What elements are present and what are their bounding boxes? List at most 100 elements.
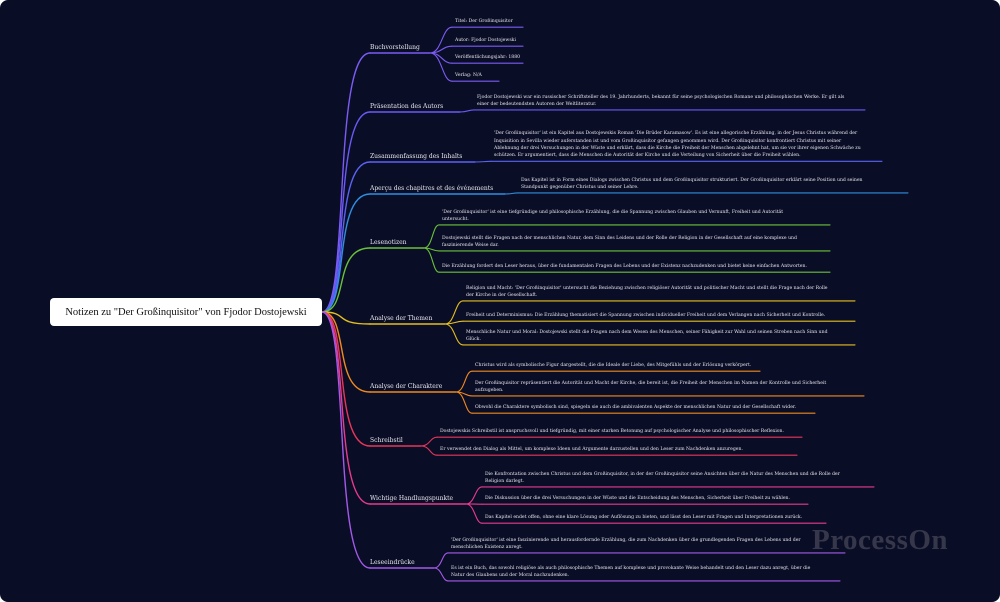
leaf-node[interactable]: Die Diskussion über die drei Versuchunge… bbox=[485, 495, 790, 502]
leaf-text-line: 'Der Großinquisitor' ist ein Kapitel aus… bbox=[494, 131, 858, 137]
leaf-text-line: Ablehnung der drei Versuchungen in der W… bbox=[494, 146, 861, 151]
leaf-text-line: Titel: Der Großinquisitor bbox=[455, 19, 513, 25]
leaf-text-line: Menschliche Natur und Moral: Dostojewski… bbox=[466, 329, 828, 335]
branch-connector bbox=[321, 161, 371, 313]
leaf-node[interactable]: 'Der Großinquisitor' ist eine tiefgründi… bbox=[442, 209, 783, 224]
leaf-node[interactable]: Die Erzählung fordert den Leser heraus, … bbox=[442, 263, 807, 270]
leaf-node[interactable]: Religion und Macht: 'Der Großinquisitor'… bbox=[466, 285, 828, 300]
branch-node[interactable]: Lesenotizen bbox=[370, 239, 407, 246]
leaf-connector bbox=[474, 160, 492, 163]
root-node[interactable]: Notizen zu "Der Großinquisitor" von Fjod… bbox=[50, 298, 322, 326]
leaf-node[interactable]: Freiheit und Determinismus: Die Erzählun… bbox=[466, 312, 825, 319]
branch-node[interactable]: Präsentation des Autors bbox=[370, 103, 444, 110]
leaf-connector bbox=[423, 247, 440, 273]
leaf-text-line: untersucht. bbox=[442, 217, 469, 222]
leaf-connector bbox=[465, 503, 483, 524]
branch-node[interactable]: Leseeindrücke bbox=[370, 559, 415, 566]
leaf-node[interactable]: Dostojewskis Schreibstil ist anspruchsvo… bbox=[440, 428, 784, 435]
branch-connector bbox=[321, 311, 371, 569]
leaf-connector bbox=[429, 26, 453, 54]
leaf-node[interactable]: Die Konfrontation zwischen Christus und … bbox=[485, 471, 840, 486]
leaf-text-line: Verlag: N/A bbox=[455, 73, 482, 79]
branch-node[interactable]: Analyse der Themen bbox=[370, 315, 433, 322]
branch-connector bbox=[321, 111, 371, 313]
leaf-text-line: Fjodor Dostojewski war ein russischer Sc… bbox=[477, 94, 845, 100]
leaf-text-line: Inquisition in Sevilla wieder auferstand… bbox=[494, 138, 842, 144]
leaf-connector bbox=[444, 320, 464, 325]
leaf-text-line: Freiheit und Determinismus: Die Erzählun… bbox=[466, 313, 826, 319]
leaf-node[interactable]: Es ist ein Buch, das sowohl religiöse al… bbox=[451, 565, 810, 580]
leaf-node[interactable]: Dostojewski stellt die Fragen nach der m… bbox=[442, 235, 797, 250]
branch-connector bbox=[321, 311, 371, 325]
leaf-connector bbox=[420, 436, 438, 447]
leaf-text-line: Veröffentlichungsjahr: 1880 bbox=[455, 55, 521, 61]
leaf-text-line: Der Großinquisitor repräsentiert die Aut… bbox=[475, 380, 827, 386]
branch-node[interactable]: Wichtige Handlungspunkte bbox=[370, 495, 454, 502]
leaf-text-line: Religion darlegt. bbox=[485, 479, 525, 484]
leaf-node[interactable]: Menschliche Natur und Moral: Dostojewski… bbox=[466, 329, 828, 344]
leaf-text-line: Natur des Glaubens und der Moral nachzud… bbox=[451, 573, 570, 578]
leaf-connector bbox=[504, 192, 519, 195]
leaf-text-line: menschlichen Existenz anregt. bbox=[451, 545, 523, 550]
leaf-text-line: Die Konfrontation zwischen Christus und … bbox=[485, 471, 840, 477]
leaf-connector bbox=[433, 567, 449, 582]
leaf-text-line: Obwohl die Charaktere symbolisch sind, s… bbox=[475, 405, 797, 411]
leaf-text-line: Das Kapitel ist in Form eines Dialogs zw… bbox=[521, 177, 863, 183]
branch-node[interactable]: Buchvorstellung bbox=[370, 44, 420, 51]
branch-connector bbox=[321, 193, 371, 313]
leaf-connector bbox=[444, 300, 464, 325]
leaf-text-line: Dostojewskis Schreibstil ist anspruchsvo… bbox=[440, 429, 784, 435]
leaf-connector bbox=[459, 109, 475, 113]
leaf-node[interactable]: Der Großinquisitor repräsentiert die Aut… bbox=[475, 380, 826, 395]
leaf-connector bbox=[433, 552, 449, 569]
leaf-text-line: Standpunkt gegenüber Christus und seiner… bbox=[521, 185, 639, 190]
branch-connector bbox=[321, 311, 371, 393]
leaf-node[interactable]: Christus wird als symbolische Figur darg… bbox=[475, 362, 751, 369]
leaf-node[interactable]: Fjodor Dostojewski war ein russischer Sc… bbox=[477, 94, 844, 109]
leaf-node[interactable]: Titel: Der Großinquisitor bbox=[455, 18, 513, 25]
leaf-connector bbox=[429, 52, 453, 82]
leaf-connector bbox=[420, 445, 438, 456]
branch-connector bbox=[321, 311, 371, 447]
leaf-text-line: der Kirche in der Gesellschaft. bbox=[466, 293, 538, 298]
leaf-text-line: Glück. bbox=[466, 337, 481, 342]
leaf-text-line: Er verwendet den Dialog als Mittel, um k… bbox=[440, 447, 743, 453]
leaf-text-line: aufzugeben. bbox=[475, 388, 504, 393]
leaf-text-line: 'Der Großinquisitor' ist eine fasziniere… bbox=[451, 537, 801, 543]
leaf-text-line: einer der bedeutendsten Autoren der Welt… bbox=[477, 102, 597, 107]
branch-node[interactable]: Aperçu des chapitres et des événements bbox=[370, 185, 494, 192]
leaf-text-line: Religion und Macht: 'Der Großinquisitor'… bbox=[466, 285, 828, 291]
branch-connector bbox=[321, 247, 371, 313]
leaf-text-line: schützen. Er argumentiert, dass die Mens… bbox=[494, 153, 801, 159]
leaf-connector bbox=[465, 486, 483, 505]
leaf-node[interactable]: Verlag: N/A bbox=[455, 72, 482, 79]
branch-connector bbox=[321, 52, 371, 313]
leaf-text-line: Christus wird als symbolische Figur darg… bbox=[475, 363, 752, 369]
leaf-connector bbox=[429, 52, 453, 64]
leaf-text-line: Die Erzählung fordert den Leser heraus, … bbox=[442, 264, 807, 270]
leaf-node[interactable]: Das Kapitel endet offen, ohne eine klare… bbox=[485, 514, 802, 521]
leaf-text-line: faszinierende Weise dar. bbox=[442, 243, 499, 248]
branch-connector bbox=[321, 311, 371, 505]
processon-watermark: ProcessOn bbox=[812, 524, 949, 556]
leaf-node[interactable]: 'Der Großinquisitor' ist eine fasziniere… bbox=[451, 537, 801, 552]
leaf-text-line: 'Der Großinquisitor' ist eine tiefgründi… bbox=[442, 209, 784, 215]
leaf-text-line: Autor: Fjodor Dostojewski bbox=[455, 38, 516, 44]
leaf-node[interactable]: Obwohl die Charaktere symbolisch sind, s… bbox=[475, 404, 796, 411]
branch-node[interactable]: Zusammenfassung des Inhalts bbox=[370, 153, 463, 160]
leaf-node[interactable]: 'Der Großinquisitor' ist ein Kapitel aus… bbox=[494, 130, 861, 160]
leaf-text-line: Das Kapitel endet offen, ohne eine klare… bbox=[485, 515, 803, 521]
leaf-node[interactable]: Er verwendet den Dialog als Mittel, um k… bbox=[440, 446, 743, 453]
branch-node[interactable]: Schreibstil bbox=[370, 437, 403, 444]
branch-node[interactable]: Analyse der Charaktere bbox=[370, 383, 443, 390]
leaf-connector bbox=[444, 323, 464, 346]
leaf-node[interactable]: Das Kapitel ist in Form eines Dialogs zw… bbox=[521, 177, 863, 192]
leaf-text-line: Die Diskussion über die drei Versuchunge… bbox=[485, 496, 790, 502]
leaf-node[interactable]: Autor: Fjodor Dostojewski bbox=[455, 37, 516, 44]
leaf-text-line: Es ist ein Buch, das sowohl religiöse al… bbox=[451, 565, 811, 571]
leaf-connector bbox=[455, 391, 473, 414]
leaf-node[interactable]: Veröffentlichungsjahr: 1880 bbox=[455, 54, 520, 61]
leaf-connector bbox=[455, 370, 473, 393]
